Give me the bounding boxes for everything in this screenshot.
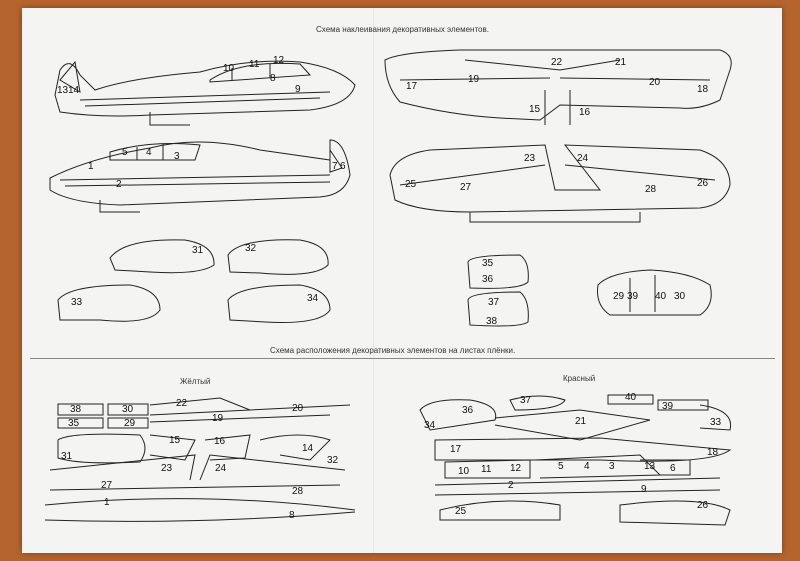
part-label: 17 xyxy=(406,81,418,92)
part-label: 32 xyxy=(327,455,339,466)
part-label: 18 xyxy=(697,84,709,95)
wing-outline-upper xyxy=(384,49,732,125)
part-label: 26 xyxy=(697,178,709,189)
part-label: 28 xyxy=(645,184,657,195)
part-label: 22 xyxy=(551,57,563,68)
part-label: 36 xyxy=(482,274,494,285)
red-sheet-layout xyxy=(419,394,732,526)
part-label: 4 xyxy=(146,147,152,158)
part-label: 37 xyxy=(488,297,500,308)
part-label: 11 xyxy=(481,464,492,475)
part-label: 14 xyxy=(68,85,80,96)
part-label: 35 xyxy=(482,258,494,269)
part-label: 8 xyxy=(289,510,295,521)
part-label: 19 xyxy=(212,413,224,424)
part-label: 2 xyxy=(116,179,122,190)
part-label: 3 xyxy=(609,461,615,472)
part-label: 13 xyxy=(57,85,69,96)
middle-caption: Схема расположения декоративных элементо… xyxy=(270,346,516,355)
part-label: 30 xyxy=(122,404,134,415)
part-label: 38 xyxy=(486,316,498,327)
part-label: 20 xyxy=(649,77,661,88)
part-label: 18 xyxy=(707,447,719,458)
part-label: 35 xyxy=(68,418,80,429)
part-outlines-35-38 xyxy=(467,254,529,327)
part-label: 4 xyxy=(584,461,590,472)
part-label: 6 xyxy=(670,463,676,474)
part-label: 7 xyxy=(332,161,338,172)
part-label: 12 xyxy=(273,55,285,66)
part-label: 21 xyxy=(575,416,587,427)
part-label: 3 xyxy=(174,151,180,162)
tail-piece-outline xyxy=(597,269,712,316)
part-label: 10 xyxy=(223,63,235,74)
wing-outline-lower xyxy=(389,144,731,223)
part-label: 25 xyxy=(405,179,417,190)
part-label: 30 xyxy=(674,291,686,302)
part-label: 26 xyxy=(697,500,709,511)
part-label: 9 xyxy=(295,84,301,95)
part-label: 9 xyxy=(641,484,647,495)
yellow-caption: Жёлтый xyxy=(180,377,211,386)
part-label: 15 xyxy=(169,435,181,446)
part-label: 39 xyxy=(662,401,674,412)
part-label: 33 xyxy=(710,417,722,428)
part-label: 29 xyxy=(613,291,625,302)
part-label: 40 xyxy=(655,291,667,302)
part-label: 36 xyxy=(462,405,474,416)
part-label: 24 xyxy=(577,153,589,164)
part-label: 17 xyxy=(450,444,462,455)
part-label: 29 xyxy=(124,418,136,429)
part-label: 13 xyxy=(644,461,656,472)
part-label: 40 xyxy=(625,392,637,403)
part-label: 34 xyxy=(307,293,319,304)
section-divider xyxy=(30,358,775,359)
part-label: 11 xyxy=(249,59,260,70)
part-label: 19 xyxy=(468,74,480,85)
part-label: 16 xyxy=(579,107,591,118)
part-label: 2 xyxy=(508,480,514,491)
part-label: 15 xyxy=(529,104,541,115)
plane-side-view-bottom xyxy=(49,139,351,213)
paper-fold xyxy=(373,8,375,553)
part-label: 8 xyxy=(270,73,276,84)
part-label: 10 xyxy=(458,466,470,477)
part-label: 20 xyxy=(292,403,304,414)
part-label: 33 xyxy=(71,297,83,308)
yellow-sheet-layout xyxy=(44,397,356,522)
part-label: 5 xyxy=(558,461,564,472)
part-label: 27 xyxy=(460,182,472,193)
plane-side-view-top xyxy=(54,60,356,126)
part-label: 27 xyxy=(101,480,113,491)
part-label: 1 xyxy=(88,161,94,172)
part-label: 23 xyxy=(161,463,173,474)
part-label: 32 xyxy=(245,243,257,254)
part-label: 16 xyxy=(214,436,226,447)
part-label: 1 xyxy=(104,497,110,508)
part-label: 31 xyxy=(61,451,73,462)
part-label: 6 xyxy=(340,161,346,172)
part-label: 39 xyxy=(627,291,639,302)
part-label: 5 xyxy=(122,147,128,158)
part-label: 31 xyxy=(192,245,204,256)
red-caption: Красный xyxy=(563,374,596,383)
part-label: 37 xyxy=(520,395,532,406)
part-label: 22 xyxy=(176,398,188,409)
part-label: 24 xyxy=(215,463,227,474)
part-label: 12 xyxy=(510,463,522,474)
part-outlines-31-34 xyxy=(57,239,331,323)
part-label: 38 xyxy=(70,404,82,415)
part-label: 25 xyxy=(455,506,467,517)
part-label: 23 xyxy=(524,153,536,164)
part-label: 28 xyxy=(292,486,304,497)
top-caption: Схема наклеивания декоративных элементов… xyxy=(316,25,489,34)
part-label: 34 xyxy=(424,420,436,431)
part-label: 14 xyxy=(302,443,314,454)
part-label: 21 xyxy=(615,57,627,68)
